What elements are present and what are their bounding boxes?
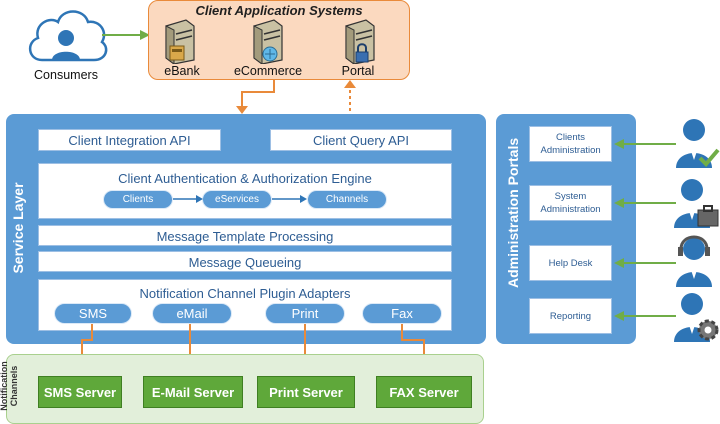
cloud-user-icon [29, 10, 108, 62]
admin-item-label: Help Desk [548, 257, 593, 269]
auth-engine-title: Client Authentication & Authorization En… [118, 171, 372, 186]
plugin-adapters-title: Notification Channel Plugin Adapters [139, 286, 351, 301]
plugin-print[interactable]: Print [265, 303, 345, 324]
plugin-email[interactable]: eMail [152, 303, 232, 324]
ebank-server[interactable] [162, 18, 198, 65]
user-briefcase-icon [674, 179, 719, 228]
client-query-api[interactable]: Client Query API [270, 129, 452, 151]
plugin-fax[interactable]: Fax [362, 303, 442, 324]
ecommerce-server[interactable] [250, 18, 286, 65]
auth-step-clients[interactable]: Clients [103, 190, 173, 209]
message-template-processing[interactable]: Message Template Processing [38, 225, 452, 246]
ecommerce-label: eCommerce [233, 64, 303, 78]
auth-flow-arrows [173, 195, 307, 203]
client-service-arrows [236, 80, 356, 114]
auth-step-eservices[interactable]: eServices [202, 190, 272, 209]
server-icon [253, 19, 283, 65]
admin-user-arrows [614, 139, 676, 321]
admin-system-administration[interactable]: System Administration [529, 185, 612, 221]
client-integration-api[interactable]: Client Integration API [38, 129, 221, 151]
client-systems-title: Client Application Systems [195, 3, 363, 18]
email-server[interactable]: E-Mail Server [143, 376, 243, 408]
service-layer-label: Service Layer [10, 182, 26, 274]
consumers-group: Consumers [22, 2, 110, 84]
admin-clients-administration[interactable]: Clients Administration [529, 126, 612, 162]
notification-channels-label: Notification Channels [0, 361, 19, 411]
auth-step-channels[interactable]: Channels [307, 190, 387, 209]
admin-item-label: Clients Administration [540, 132, 601, 156]
plugin-sms[interactable]: SMS [54, 303, 132, 324]
admin-item-label: System Administration [540, 191, 601, 215]
sms-server[interactable]: SMS Server [38, 376, 122, 408]
consumer-arrow [102, 30, 150, 40]
admin-item-label: Reporting [549, 310, 592, 322]
admin-help-desk[interactable]: Help Desk [529, 245, 612, 281]
fax-server[interactable]: FAX Server [376, 376, 472, 408]
ebank-label: eBank [164, 64, 200, 78]
admin-reporting[interactable]: Reporting [529, 298, 612, 334]
portal-server[interactable] [342, 18, 378, 65]
consumers-label: Consumers [34, 68, 98, 82]
server-icon [345, 19, 375, 65]
admin-portals-label: Administration Portals [505, 137, 521, 288]
user-gear-icon [674, 293, 719, 342]
user-check-icon [676, 119, 720, 168]
print-server[interactable]: Print Server [257, 376, 355, 408]
server-icon [165, 19, 195, 65]
portal-label: Portal [341, 64, 375, 78]
user-headset-icon [676, 235, 712, 287]
message-queueing[interactable]: Message Queueing [38, 251, 452, 272]
